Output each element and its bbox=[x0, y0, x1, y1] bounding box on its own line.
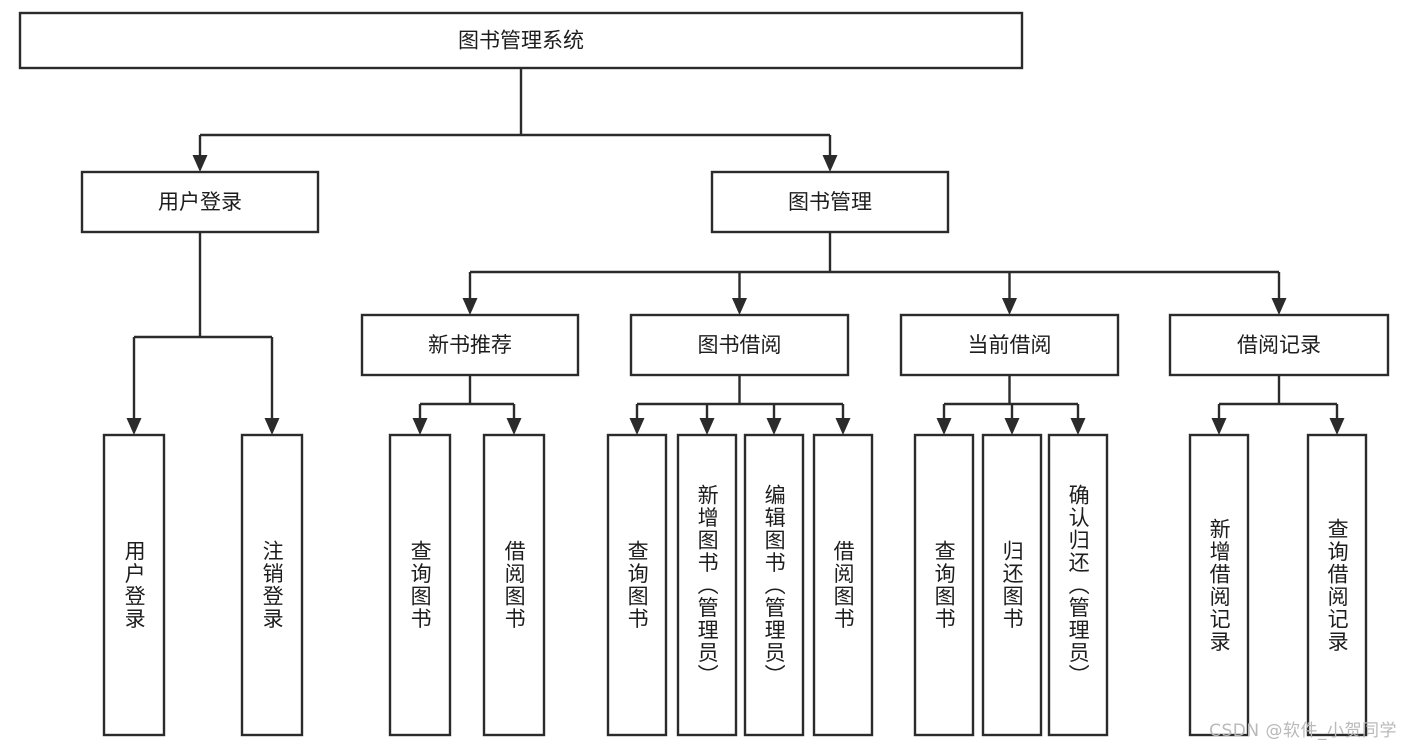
node-box-current-borrow[interactable] bbox=[899, 313, 1120, 377]
node-label-borrow-record: 借阅记录 bbox=[1237, 333, 1321, 357]
node-box-borrow-record[interactable] bbox=[1168, 313, 1390, 377]
boxes-layer bbox=[18, 11, 1390, 737]
node-label-book-borrow: 图书借阅 bbox=[698, 333, 782, 357]
node-box-leaf-add-record[interactable] bbox=[1188, 433, 1250, 737]
node-box-leaf-user-login[interactable] bbox=[102, 433, 166, 737]
arrow-head-icon bbox=[462, 298, 478, 315]
arrow-head-icon bbox=[629, 418, 645, 435]
connector-group-book-borrow bbox=[629, 375, 851, 435]
arrow-head-icon bbox=[1002, 298, 1017, 315]
arrow-head-icon bbox=[822, 155, 838, 172]
watermark-text: CSDN @软件_小贺同学 bbox=[1209, 721, 1397, 741]
node-box-leaf-add-book[interactable] bbox=[676, 433, 738, 737]
node-label-current-borrow: 当前借阅 bbox=[968, 333, 1052, 357]
connector-group-root bbox=[192, 68, 838, 172]
arrow-head-icon bbox=[732, 298, 747, 315]
node-box-leaf-borrow-book-2[interactable] bbox=[812, 433, 874, 737]
node-box-book-manage[interactable] bbox=[710, 170, 950, 234]
node-box-leaf-query-book-2[interactable] bbox=[606, 433, 668, 737]
arrow-head-icon bbox=[936, 418, 952, 435]
node-box-leaf-return-book[interactable] bbox=[981, 433, 1043, 737]
node-box-root[interactable] bbox=[18, 11, 1024, 70]
node-label-new-book-rec: 新书推荐 bbox=[428, 333, 512, 357]
connector-group-book-manage bbox=[462, 232, 1287, 315]
node-box-leaf-query-book-3[interactable] bbox=[913, 433, 975, 737]
node-label-user-login: 用户登录 bbox=[158, 190, 242, 214]
arrow-head-icon bbox=[1211, 418, 1227, 435]
arrow-head-icon bbox=[1070, 418, 1086, 435]
arrow-head-icon bbox=[412, 418, 428, 435]
connector-group-borrow-record bbox=[1211, 375, 1345, 435]
node-label-book-manage: 图书管理 bbox=[788, 190, 872, 214]
node-box-user-login[interactable] bbox=[80, 170, 320, 234]
arrow-head-icon bbox=[506, 418, 522, 435]
connector-group-current-borrow bbox=[936, 375, 1086, 435]
arrow-head-icon bbox=[1004, 418, 1020, 435]
arrow-head-icon bbox=[835, 418, 851, 435]
arrow-head-icon bbox=[766, 418, 782, 435]
node-box-leaf-query-book-1[interactable] bbox=[388, 433, 452, 737]
arrow-head-icon bbox=[192, 155, 208, 172]
connector-group-user-login bbox=[126, 232, 280, 435]
arrow-head-icon bbox=[1329, 418, 1345, 435]
arrow-head-icon bbox=[699, 418, 715, 435]
arrow-head-icon bbox=[1271, 298, 1287, 315]
node-box-new-book-rec[interactable] bbox=[360, 313, 580, 377]
node-box-leaf-borrow-book-1[interactable] bbox=[482, 433, 546, 737]
node-box-leaf-confirm-return[interactable] bbox=[1047, 433, 1109, 737]
node-box-leaf-edit-book[interactable] bbox=[743, 433, 805, 737]
arrow-head-icon bbox=[126, 418, 142, 435]
connector-group-new-book-rec bbox=[412, 375, 522, 435]
connections-layer bbox=[126, 68, 1345, 435]
node-box-leaf-query-record[interactable] bbox=[1306, 433, 1368, 737]
arrow-head-icon bbox=[264, 418, 280, 435]
node-box-book-borrow[interactable] bbox=[629, 313, 850, 377]
node-box-leaf-user-logout[interactable] bbox=[240, 433, 304, 737]
node-label-root: 图书管理系统 bbox=[458, 29, 584, 53]
